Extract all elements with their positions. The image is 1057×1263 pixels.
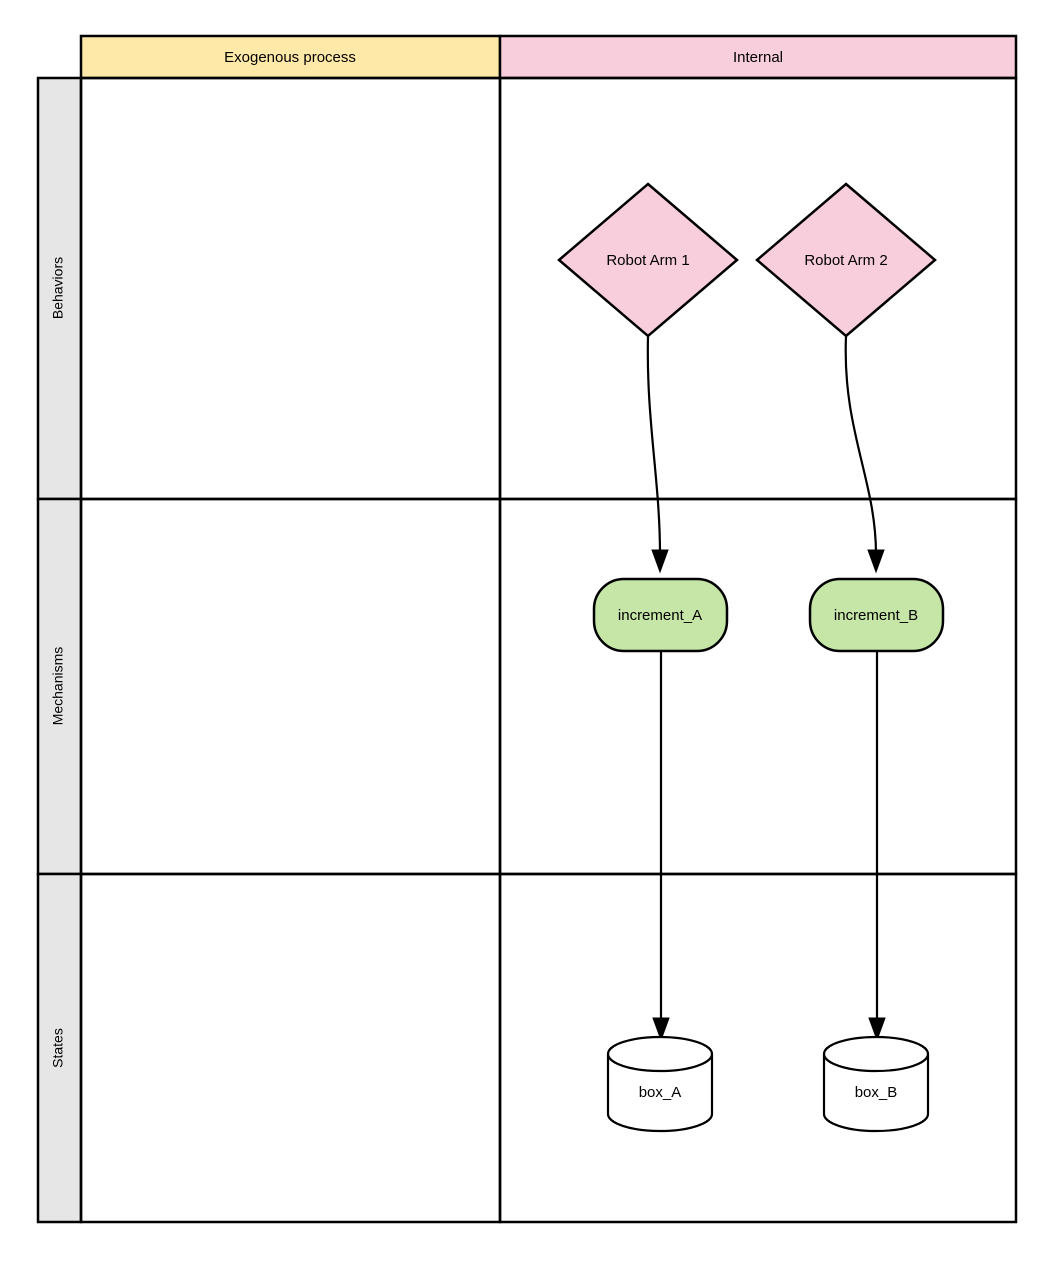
lane-backgrounds [36,34,1018,1224]
cell-behaviors-internal [498,76,1018,501]
cell-mechanisms-internal [498,497,1018,876]
node-increment-b[interactable]: increment_B [808,577,945,653]
row-label-states-bg [36,872,83,1224]
column-header-exogenous-label: Exogenous process [224,49,356,66]
arrow-head-inca-boxa [652,1017,670,1042]
cell-mechanisms-exogenous [79,497,502,876]
edge-robot-arm-2-to-increment-b [844,335,885,574]
edge-robot-arm-1-to-increment-a [646,335,669,574]
node-label-box-b: box_B [855,1084,898,1101]
node-box-a[interactable]: box_A [606,1035,714,1133]
node-increment-a[interactable]: increment_A [592,577,729,653]
column-header-internal-label: Internal [733,49,783,66]
column-header-internal-bg [498,34,1018,80]
grid-cells [79,76,1018,1224]
arrow-head-arm1-inca [651,549,669,574]
edge-increment-a-to-box-a [652,651,670,1042]
node-robot-arm-2[interactable]: Robot Arm 2 [755,182,937,338]
cell-states-internal [498,872,1018,1224]
cell-behaviors-exogenous [79,76,502,501]
node-label-box-a: box_A [639,1084,682,1101]
edge-path-arm1-inca [646,335,662,555]
row-label-states: States [50,1028,66,1068]
cylinder-top-ellipse-box-a [606,1053,714,1073]
node-label-robot-arm-2: Robot Arm 2 [804,252,887,269]
edges-layer [646,335,886,1042]
cell-states-exogenous [79,872,502,1224]
node-label-increment-b: increment_B [834,607,918,624]
node-label-robot-arm-1: Robot Arm 1 [606,252,689,269]
edge-path-arm2-incb [844,335,878,555]
cylinder-top-ellipse-box-b [822,1053,930,1073]
diamond-shape-robot-arm-2[interactable] [755,182,937,338]
diamond-shape-robot-arm-1[interactable] [557,182,739,338]
cylinder-shape-box-a[interactable] [606,1035,714,1133]
node-label-increment-a: increment_A [618,607,702,624]
arrow-head-arm2-incb [867,549,885,574]
node-robot-arm-1[interactable]: Robot Arm 1 [557,182,739,338]
rounded-rect-shape-increment-b[interactable] [808,577,945,653]
edge-increment-b-to-box-b [868,651,886,1042]
arrow-head-incb-boxb [868,1017,886,1042]
row-label-behaviors: Behaviors [50,257,66,319]
row-label-mechanisms: Mechanisms [50,647,66,726]
column-header-exogenous-bg [79,34,502,80]
node-box-b[interactable]: box_B [822,1035,930,1133]
cylinder-shape-box-b[interactable] [822,1035,930,1133]
rounded-rect-shape-increment-a[interactable] [592,577,729,653]
